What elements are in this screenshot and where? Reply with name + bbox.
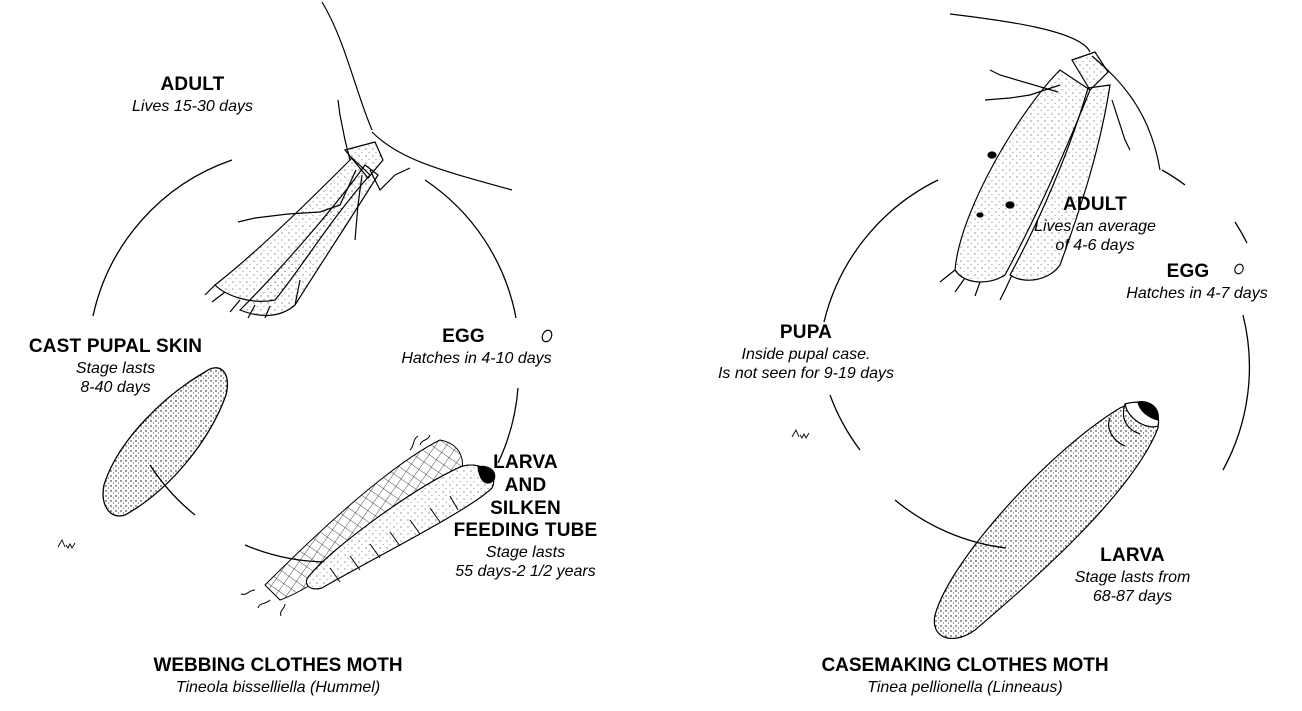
webbing-larva-label: LARVA AND SILKEN FEEDING TUBE Stage last… — [438, 452, 613, 582]
webbing-pupa-label: CAST PUPAL SKIN Stage lasts 8-40 days — [3, 336, 228, 397]
casemaking-larva-duration-1: Stage lasts from — [1060, 568, 1205, 587]
webbing-pupa-title: CAST PUPAL SKIN — [3, 336, 228, 359]
webbing-larva-title-2: AND — [438, 475, 613, 498]
webbing-adult-duration: Lives 15-30 days — [110, 97, 275, 116]
casemaking-larva-duration-2: 68-87 days — [1060, 587, 1205, 606]
webbing-pupa-duration-2: 8-40 days — [3, 378, 228, 397]
casemaking-adult-duration-2: of 4-6 days — [1020, 236, 1170, 255]
casemaking-species-caption: CASEMAKING CLOTHES MOTH Tinea pellionell… — [820, 655, 1110, 697]
casemaking-egg-label: EGG Hatches in 4-7 days — [1097, 261, 1297, 303]
casemaking-species-latin: Tinea pellionella (Linneaus) — [820, 678, 1110, 697]
casemaking-egg-duration: Hatches in 4-7 days — [1097, 284, 1297, 303]
webbing-larva-title-1: LARVA — [438, 452, 613, 475]
webbing-species-latin: Tineola bisselliella (Hummel) — [128, 678, 428, 697]
casemaking-artist-signature — [792, 430, 809, 438]
webbing-species-name: WEBBING CLOTHES MOTH — [128, 655, 428, 678]
webbing-pupa-duration-1: Stage lasts — [3, 359, 228, 378]
webbing-artist-signature — [58, 540, 75, 548]
casemaking-larva-label: LARVA Stage lasts from 68-87 days — [1060, 545, 1205, 606]
webbing-adult-moth — [205, 2, 512, 318]
webbing-egg-duration: Hatches in 4-10 days — [369, 349, 584, 368]
webbing-adult-label: ADULT Lives 15-30 days — [110, 74, 275, 116]
webbing-adult-title: ADULT — [110, 74, 275, 97]
casemaking-adult-duration-1: Lives an average — [1020, 217, 1170, 236]
webbing-larva-title-4: FEEDING TUBE — [438, 520, 613, 543]
casemaking-pupa-duration-2: Is not seen for 9-19 days — [695, 364, 917, 383]
casemaking-pupa-duration-1: Inside pupal case. — [695, 345, 917, 364]
webbing-egg-title: EGG — [369, 326, 584, 349]
casemaking-species-name: CASEMAKING CLOTHES MOTH — [820, 655, 1110, 678]
casemaking-adult-label: ADULT Lives an average of 4-6 days — [1020, 194, 1170, 255]
webbing-species-caption: WEBBING CLOTHES MOTH Tineola bisselliell… — [128, 655, 428, 697]
webbing-larva-title-3: SILKEN — [438, 498, 613, 521]
casemaking-larva-title: LARVA — [1060, 545, 1205, 568]
casemaking-pupa-title: PUPA — [695, 322, 917, 345]
casemaking-adult-moth — [940, 14, 1160, 300]
webbing-larva-duration-1: Stage lasts — [438, 543, 613, 562]
webbing-larva-duration-2: 55 days-2 1/2 years — [438, 562, 613, 581]
casemaking-pupa-label: PUPA Inside pupal case. Is not seen for … — [695, 322, 917, 383]
casemaking-egg-title: EGG — [1097, 261, 1297, 284]
webbing-egg-label: EGG Hatches in 4-10 days — [369, 326, 584, 368]
casemaking-adult-title: ADULT — [1020, 194, 1170, 217]
